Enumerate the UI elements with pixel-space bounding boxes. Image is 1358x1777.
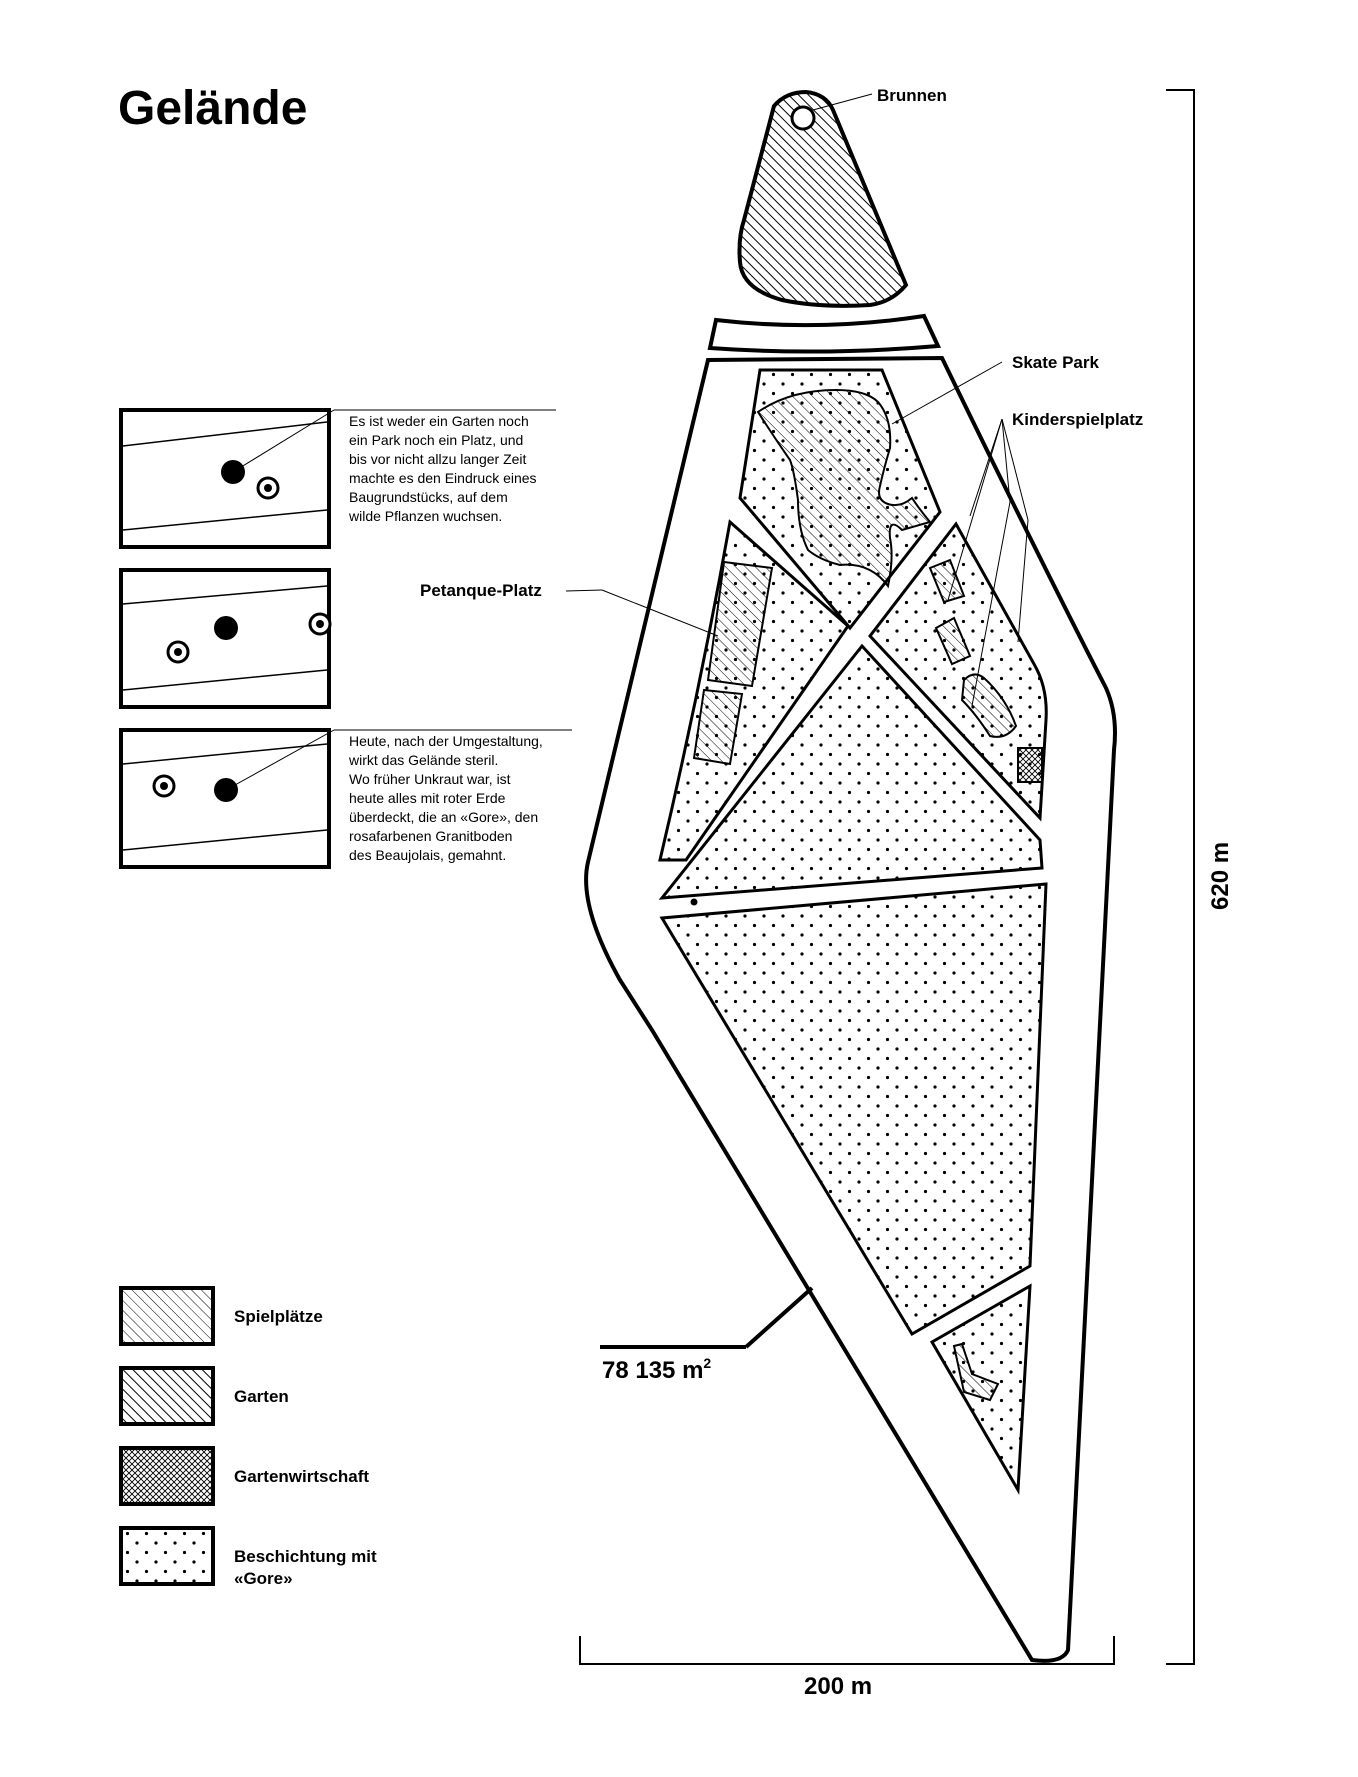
area-leader-d: [744, 1286, 814, 1349]
legend-label-gore: Beschichtung mit «Gore»: [234, 1547, 381, 1588]
brunnen-icon: [790, 105, 816, 131]
height-label: 620 m: [1207, 842, 1234, 910]
bottom-playground: [952, 1342, 1000, 1402]
label-kinderspielplatz: Kinderspielplatz: [1012, 410, 1143, 429]
marker-dot: [690, 898, 698, 906]
width-label: 200 m: [804, 1673, 872, 1700]
petanque-leader: [565, 589, 603, 592]
left-section: [658, 519, 850, 862]
legend-swatch-spielplaetze: [119, 1286, 215, 1346]
skate-park-area: [756, 388, 932, 589]
inset-panel-2: [119, 568, 332, 709]
legend: Spielplätze Garten Gartenwirtschaft Besc…: [119, 1286, 381, 1588]
kinder-leaders: [947, 418, 1029, 707]
plaza-strip: [707, 313, 942, 354]
petanque-court-1: [706, 560, 774, 688]
label-skate-park: Skate Park: [1012, 353, 1099, 372]
label-petanque-platz: Petanque-Platz: [420, 581, 542, 600]
kinderspielplatz-2: [934, 616, 972, 666]
intro-text: Es ist weder ein Garten noch ein Park no…: [348, 413, 540, 524]
right-section: [868, 521, 1048, 822]
gartenwirtschaft-area: [1017, 747, 1043, 783]
legend-label-spielplaetze: Spielplätze: [234, 1307, 323, 1326]
height-bracket: [1166, 89, 1195, 1665]
width-bracket: [579, 1636, 1115, 1665]
brunnen-leader: [812, 93, 873, 111]
petanque-leader-2: [601, 589, 719, 637]
petanque-court-2: [692, 688, 744, 766]
page-title: Gelände: [118, 82, 307, 135]
legend-label-garten: Garten: [234, 1387, 289, 1406]
inset-panel-1: [119, 408, 556, 549]
after-text: Heute, nach der Umgestaltung, wirkt das …: [348, 733, 547, 863]
legend-swatch-gartenwirtschaft: [119, 1446, 215, 1506]
skate-leader: [891, 361, 1003, 425]
label-brunnen: Brunnen: [877, 86, 947, 105]
brunnen-garden-area: [737, 89, 909, 308]
legend-swatch-garten: [119, 1366, 215, 1426]
kinderspielplatz-3: [960, 673, 1018, 738]
lower-section: [659, 882, 1048, 1337]
legend-swatch-gore: [119, 1526, 215, 1586]
inset-panel-3: [119, 728, 572, 869]
area-value: 78 135 m2: [602, 1355, 711, 1384]
middle-section: [658, 643, 1044, 900]
legend-label-gartenwirtschaft: Gartenwirtschaft: [234, 1467, 369, 1486]
kinderspielplatz-1: [928, 558, 966, 604]
